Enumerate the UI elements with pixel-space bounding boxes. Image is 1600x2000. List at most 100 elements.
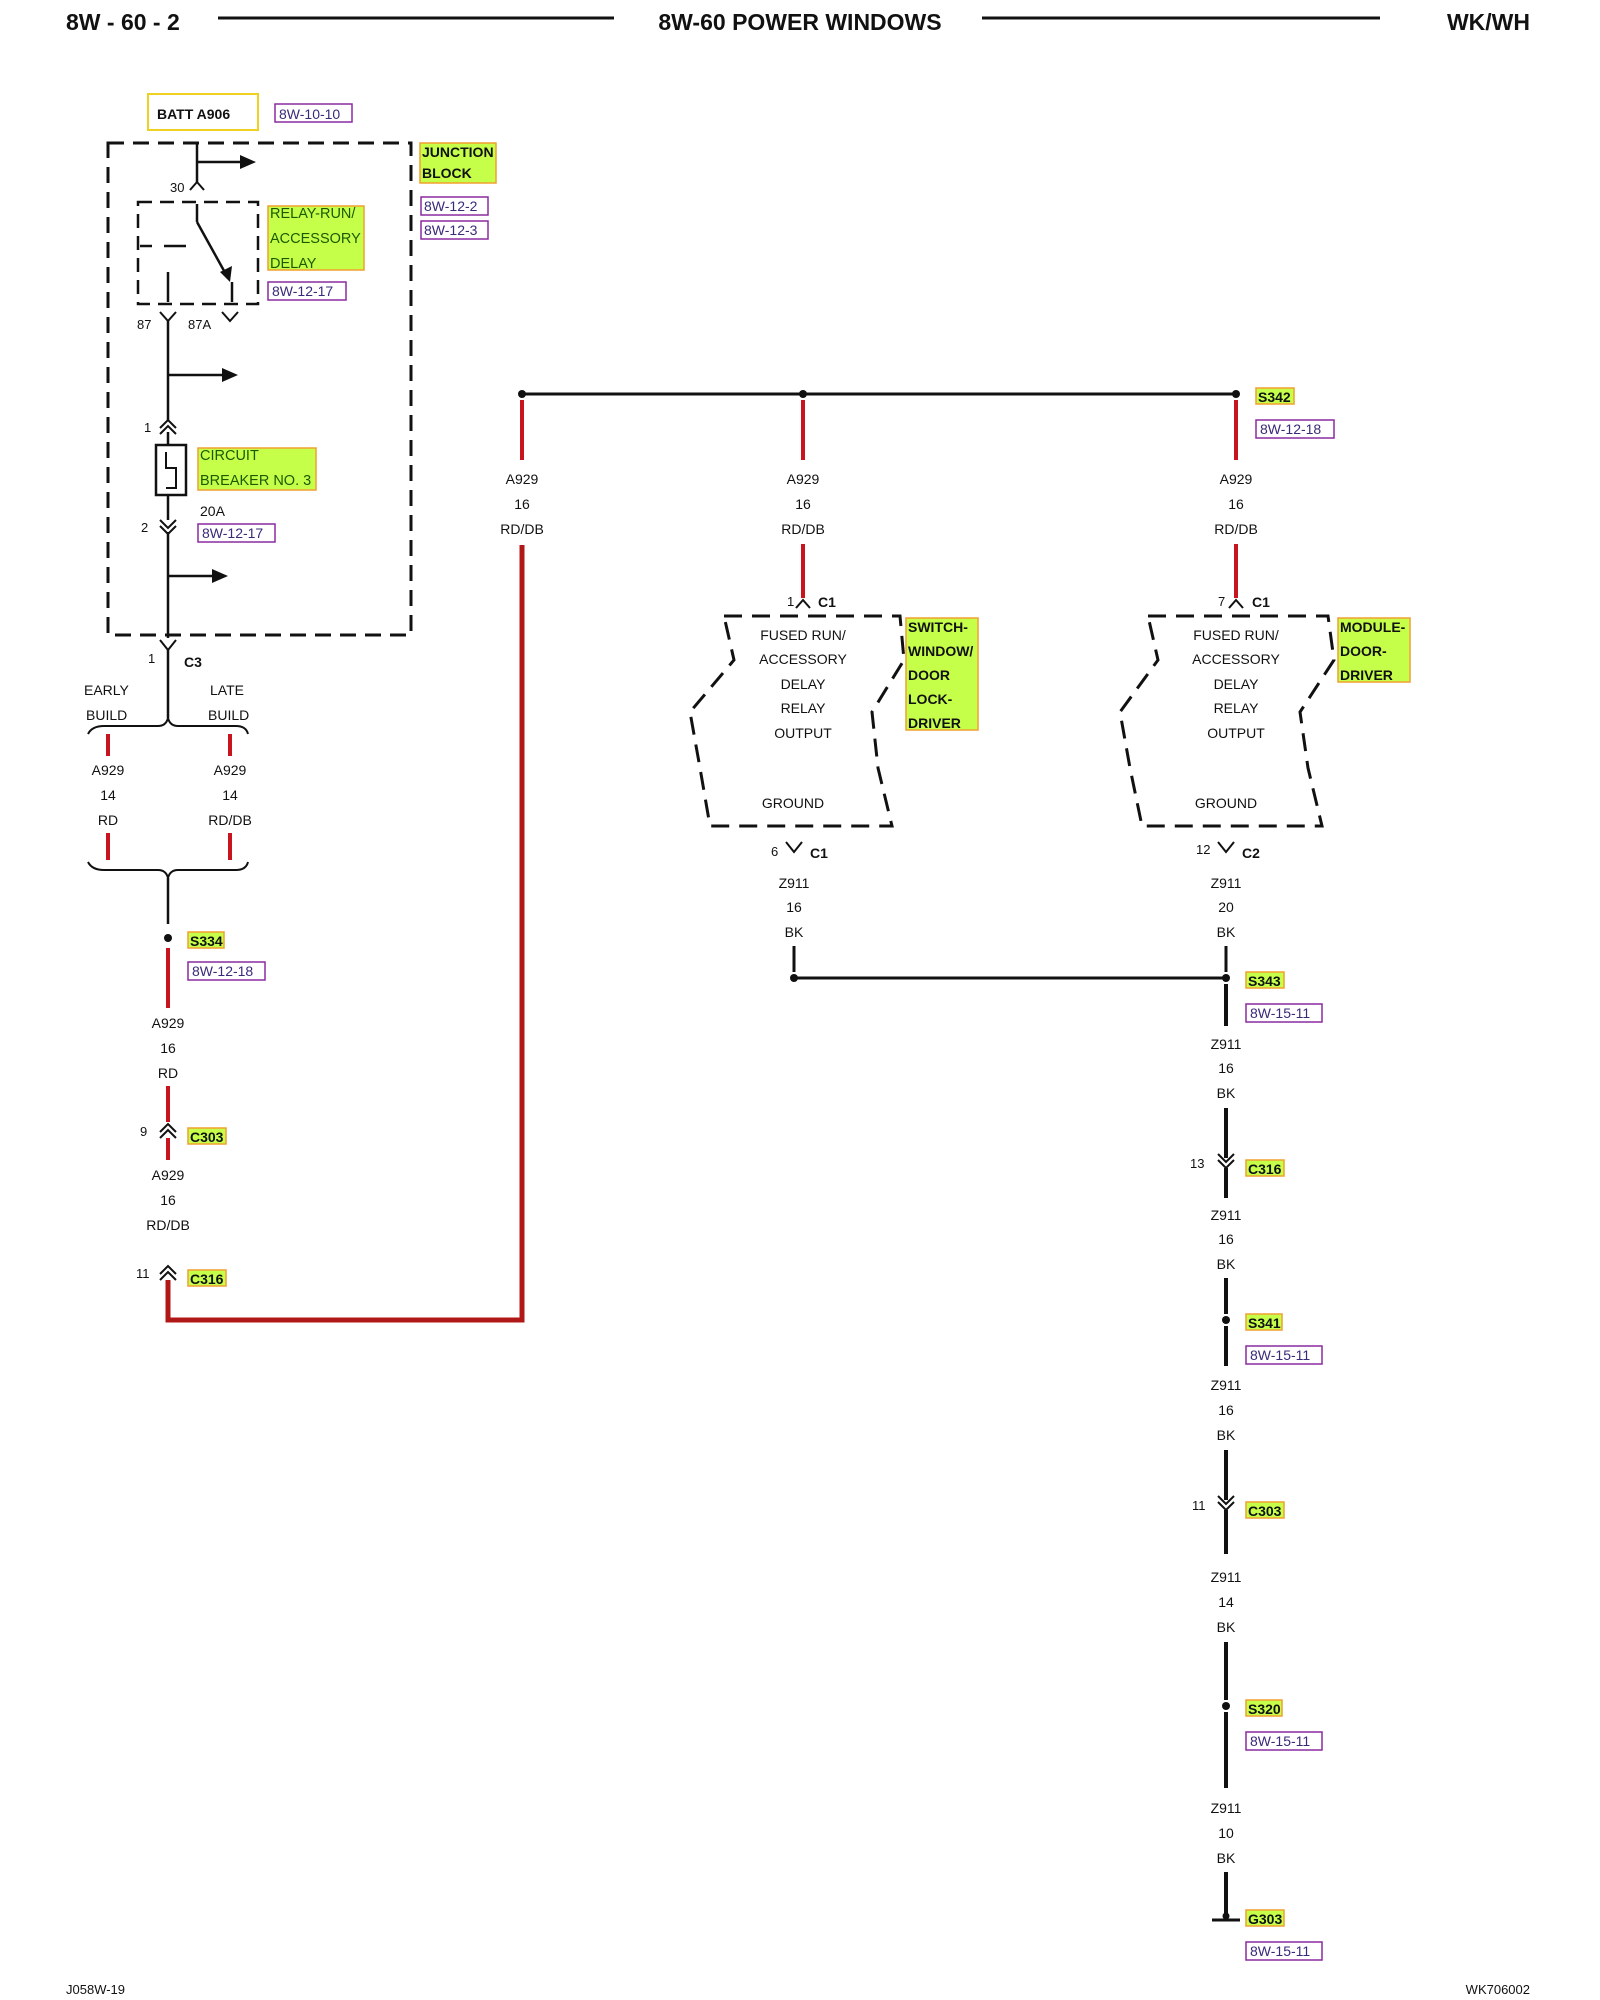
s343-ref-box: [1245, 1003, 1323, 1023]
relay-pin-30-marker: [189, 180, 205, 191]
module-top-marker: [1228, 598, 1244, 609]
to-switch-color: RD/DB: [781, 521, 825, 537]
to-switch-gauge: 16: [795, 496, 811, 512]
g-c303-id: Z911: [1211, 1569, 1242, 1585]
after-s334-gauge: 16: [160, 1040, 176, 1056]
switch-inner-5: OUTPUT: [774, 725, 832, 741]
early-wire-color: RD: [98, 812, 118, 828]
build-split-brace: [87, 717, 249, 735]
bus-node-mid: [799, 390, 807, 398]
g-s341-color: BK: [1217, 1427, 1236, 1443]
switch-bottom-conn: C1: [810, 845, 828, 861]
batt-branch-arrow: [240, 155, 256, 169]
module-label-2: DOOR-: [1340, 643, 1387, 659]
s334-ref: 8W-12-18: [192, 963, 253, 979]
model-code: WK/WH: [1447, 9, 1530, 35]
late-build-1: LATE: [210, 682, 244, 698]
relay-pin-30: 30: [170, 180, 184, 195]
relay-pin-87a: 87A: [188, 317, 211, 332]
relay-label-box: [267, 205, 365, 271]
module-bottom-conn: C2: [1242, 845, 1260, 861]
switch-inner-2: ACCESSORY: [759, 651, 847, 667]
switch-label-3: DOOR: [908, 667, 950, 683]
c3-marker: [159, 639, 177, 652]
breaker-ref: 8W-12-17: [202, 525, 263, 541]
early-build-1: EARLY: [84, 682, 130, 698]
g303-name: G303: [1248, 1911, 1282, 1927]
breaker-bottom-marker: [159, 519, 177, 536]
after-s334-id: A929: [152, 1015, 185, 1031]
breaker-element: [165, 452, 177, 489]
after-c303-id: A929: [152, 1167, 185, 1183]
module-bottom-marker: [1217, 841, 1235, 854]
switch-bottom-pin: 6: [771, 844, 778, 859]
battery-ref-box: [274, 103, 353, 123]
switch-outline: [688, 614, 906, 828]
g-c316-gauge: 16: [1218, 1231, 1234, 1247]
g-c316-id: Z911: [1211, 1207, 1242, 1223]
switch-inner-1: FUSED RUN/: [760, 627, 846, 643]
module-inner-1: FUSED RUN/: [1193, 627, 1279, 643]
late-wire-gauge: 14: [222, 787, 238, 803]
relay-arm-tip: [220, 266, 232, 282]
module-top-pin: 7: [1218, 594, 1225, 609]
s343-dot: [1222, 974, 1230, 982]
to-module-id: A929: [1220, 471, 1253, 487]
s320-ref: 8W-15-11: [1250, 1733, 1310, 1749]
early-build-2: BUILD: [86, 707, 127, 723]
s320-name: S320: [1248, 1701, 1281, 1717]
c316-left-marker: [159, 1264, 177, 1281]
s342-box: [1255, 387, 1295, 405]
c303-right-name: C303: [1248, 1503, 1282, 1519]
g-s320-gauge: 10: [1218, 1825, 1234, 1841]
s342-ref-box: [1255, 419, 1335, 439]
s341-dot: [1222, 1316, 1230, 1324]
to-module-gauge: 16: [1228, 496, 1244, 512]
g303-box: [1245, 1909, 1285, 1927]
relay-ref: 8W-12-17: [272, 283, 333, 299]
module-outline: [1118, 614, 1336, 828]
build-join-brace: [87, 861, 249, 879]
c3-pin: 1: [148, 651, 155, 666]
s343-name: S343: [1248, 973, 1281, 989]
module-ground-label: GROUND: [1195, 795, 1257, 811]
c316-right-name: C316: [1248, 1161, 1282, 1177]
riser-id: A929: [506, 471, 539, 487]
breaker-rating: 20A: [200, 503, 226, 519]
footer-left-code: J058W-19: [66, 1982, 125, 1997]
g-s343-gauge: 16: [1218, 1060, 1234, 1076]
module-bottom-pin: 12: [1196, 842, 1210, 857]
riser-color: RD/DB: [500, 521, 544, 537]
page-number: 8W - 60 - 2: [66, 9, 180, 35]
after-s334-color: RD: [158, 1065, 178, 1081]
junction-block-label-box: [419, 142, 497, 184]
switch-ground-label: GROUND: [762, 795, 824, 811]
jb-ref-2: 8W-12-3: [424, 222, 478, 238]
c316-left-box: [187, 1269, 227, 1287]
riser-gauge: 16: [514, 496, 530, 512]
late-wire-id: A929: [214, 762, 247, 778]
g-s320-color: BK: [1217, 1850, 1236, 1866]
switch-top-marker: [795, 598, 811, 609]
switch-ground-gauge: 16: [786, 899, 802, 915]
relay-switch-arm: [195, 221, 230, 279]
c303-left-box: [187, 1127, 227, 1145]
module-top-conn: C1: [1252, 594, 1270, 610]
module-inner-2: ACCESSORY: [1192, 651, 1280, 667]
g-c303-gauge: 14: [1218, 1594, 1234, 1610]
page-title: 8W-60 POWER WINDOWS: [658, 9, 941, 35]
breaker-pin-top: 1: [144, 420, 151, 435]
module-label-1: MODULE-: [1340, 619, 1406, 635]
jb-ref-box-2: [420, 220, 489, 240]
after-c303-gauge: 16: [160, 1192, 176, 1208]
c303-right-pin: 11: [1192, 1498, 1206, 1513]
s320-box: [1245, 1699, 1283, 1717]
g-s341-id: Z911: [1211, 1377, 1242, 1393]
g-s343-id: Z911: [1211, 1036, 1242, 1052]
a929-rddb-riser: [165, 545, 525, 1323]
junction-block-outline: [106, 141, 413, 637]
early-wire-id: A929: [92, 762, 125, 778]
module-label-box: [1337, 617, 1411, 683]
s334-name: S334: [190, 933, 223, 949]
g-s320-id: Z911: [1211, 1800, 1242, 1816]
